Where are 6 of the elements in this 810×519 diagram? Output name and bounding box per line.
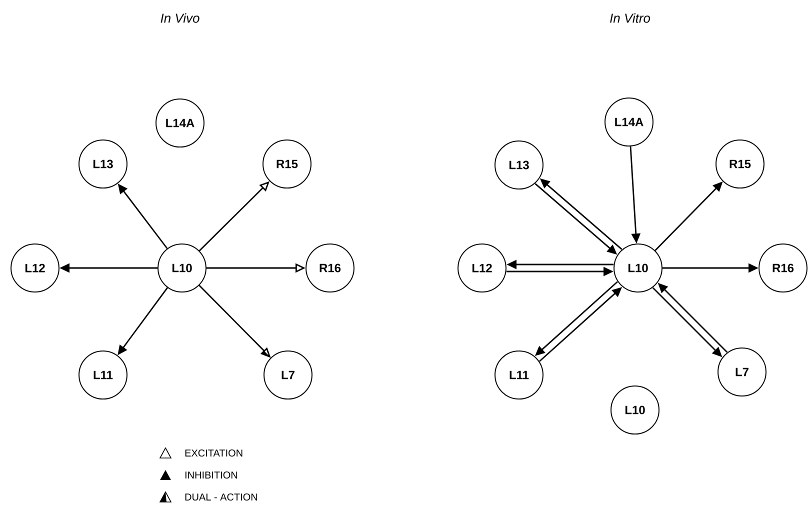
legend-text: INHIBITION bbox=[185, 471, 238, 479]
legend-text: DUAL - ACTION bbox=[185, 493, 258, 501]
panel-title: In Vivo bbox=[160, 13, 200, 23]
panel-title: In Vitro bbox=[610, 13, 650, 23]
synapse-arrow bbox=[198, 284, 272, 358]
legend-text: EXCITATION bbox=[185, 449, 242, 457]
